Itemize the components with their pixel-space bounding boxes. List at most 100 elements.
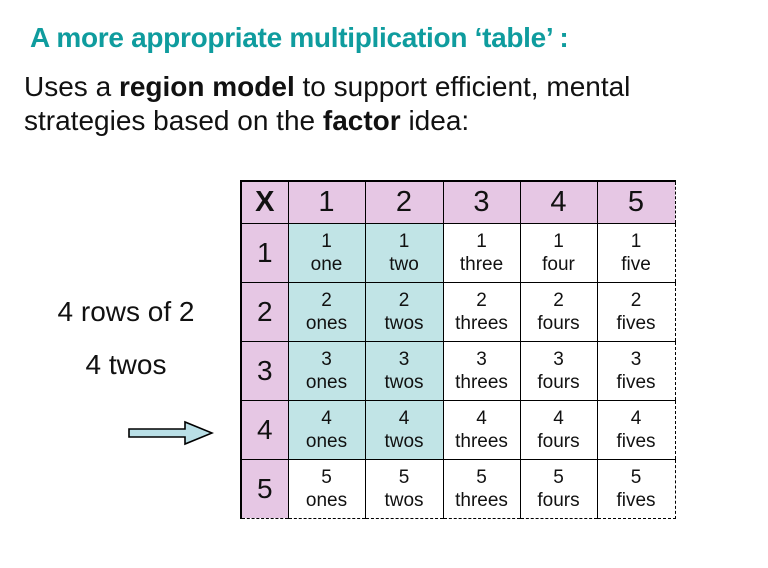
cell-number: 4 — [398, 407, 410, 429]
subtitle-segment: Uses a — [24, 71, 119, 102]
annotation-block: 4 rows of 2 4 twos — [28, 296, 224, 381]
column-header: 3 — [442, 180, 521, 224]
row-header: 2 — [240, 281, 289, 342]
right-arrow-icon — [128, 420, 214, 446]
cell-number: 1 — [630, 230, 642, 252]
subtitle-bold-segment: region model — [118, 71, 295, 102]
column-header: 2 — [364, 180, 444, 224]
cell-word: threes — [455, 312, 508, 334]
cell-word: fives — [616, 430, 656, 452]
cell-number: 1 — [321, 230, 332, 252]
cell-word: threes — [455, 489, 508, 511]
annotation-line-1: 4 rows of 2 — [57, 296, 195, 327]
cell-word: three — [459, 253, 504, 275]
cell-number: 5 — [321, 466, 332, 488]
cell-number: 3 — [398, 348, 410, 370]
cell-number: 4 — [630, 407, 642, 429]
table-corner-header: X — [240, 180, 289, 224]
column-header: 1 — [287, 180, 366, 224]
cell-word: ones — [305, 430, 348, 452]
cell-word: ones — [305, 371, 348, 393]
cell-word: threes — [455, 430, 508, 452]
cell-number: 4 — [553, 407, 564, 429]
cell-word: four — [542, 253, 575, 275]
row-header: 1 — [240, 222, 289, 283]
column-header: 5 — [596, 180, 676, 224]
cell-number: 2 — [398, 289, 410, 311]
subtitle-bold-segment: factor — [322, 105, 401, 136]
cell-number: 3 — [553, 348, 564, 370]
cell-number: 5 — [553, 466, 564, 488]
slide-title: A more appropriate multiplication ‘table… — [30, 22, 569, 53]
row-header: 5 — [240, 458, 289, 519]
cell-number: 4 — [321, 407, 332, 429]
cell-word: fours — [537, 312, 580, 334]
annotation-line-2: 4 twos — [85, 349, 167, 380]
cell-number: 2 — [476, 289, 487, 311]
row-header: 4 — [240, 399, 289, 460]
column-header: 4 — [519, 180, 598, 224]
cell-number: 4 — [476, 407, 487, 429]
cell-word: twos — [384, 430, 424, 452]
cell-word: threes — [455, 371, 508, 393]
cell-number: 3 — [476, 348, 487, 370]
cell-word: fours — [537, 371, 580, 393]
cell-number: 1 — [398, 230, 410, 252]
cell-word: ones — [305, 312, 348, 334]
cell-number: 3 — [321, 348, 332, 370]
subtitle-segment: idea: — [400, 105, 470, 136]
cell-word: fours — [537, 489, 580, 511]
cell-number: 1 — [553, 230, 564, 252]
cell-word: fives — [616, 489, 656, 511]
cell-word: twos — [384, 489, 424, 511]
right-arrow-shape — [128, 420, 214, 446]
cell-number: 5 — [476, 466, 487, 488]
cell-word: twos — [384, 312, 424, 334]
cell-number: 5 — [630, 466, 642, 488]
cell-word: two — [389, 253, 419, 275]
cell-word: one — [310, 253, 343, 275]
cell-word: twos — [384, 371, 424, 393]
cell-number: 5 — [398, 466, 410, 488]
cell-number: 3 — [630, 348, 642, 370]
subtitle-segment: to support efficient, mental — [294, 71, 631, 102]
cell-number: 2 — [630, 289, 642, 311]
cell-word: fours — [537, 430, 580, 452]
slide-subtitle: Uses a region model to support efficient… — [24, 70, 754, 138]
cell-word: ones — [305, 489, 348, 511]
cell-number: 1 — [476, 230, 487, 252]
cell-number: 2 — [321, 289, 332, 311]
subtitle-line: strategies based on the factor idea: — [24, 104, 754, 138]
